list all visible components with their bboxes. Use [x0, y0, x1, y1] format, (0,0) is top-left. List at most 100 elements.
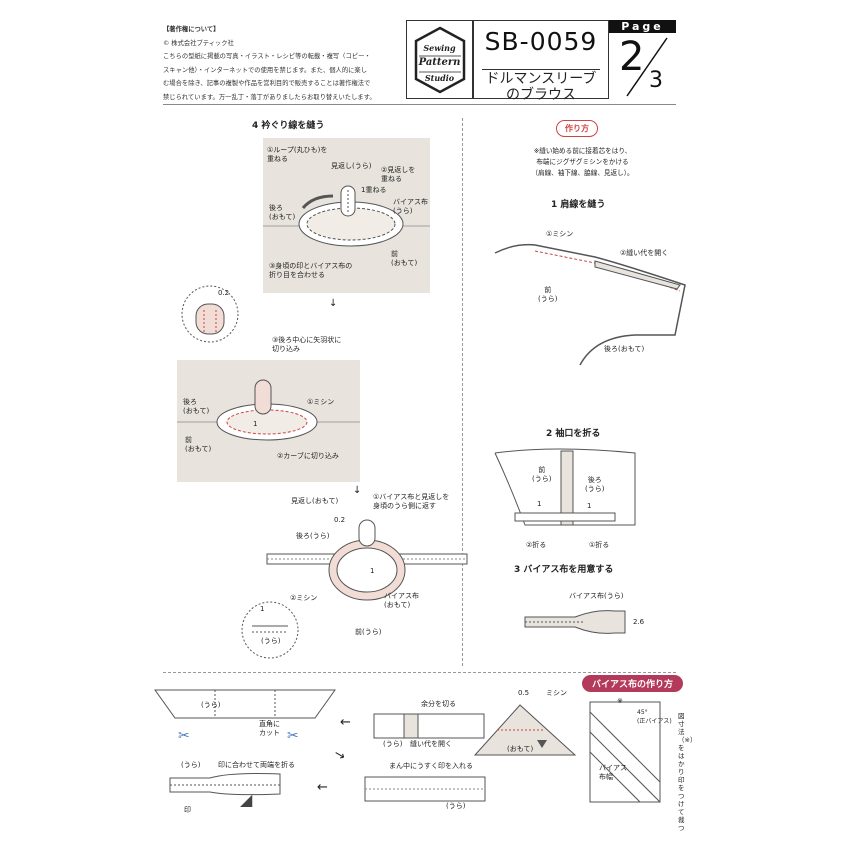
label-bias-word: バイアス 布幅 [599, 764, 627, 781]
bias-open-diagram [373, 713, 485, 739]
label-cut-excess: 余分を切る [421, 700, 456, 708]
sleeve-fold-illustration [494, 448, 636, 526]
label-fold-back: ①バイアス布と見返しを 身頃のうら側に返す [373, 493, 450, 510]
detail-value: 1 [260, 605, 265, 613]
howto-badge: 作り方 [556, 120, 598, 137]
left-arrow: ← [340, 715, 351, 730]
brand-logo-box: Sewing Pattern Studio [406, 20, 473, 99]
page-total: 3 [649, 68, 663, 93]
howto-note: ※縫い始める前に接着芯をはり、 布端にジグザグミシンをかける （肩線、袖下線、脇… [531, 147, 634, 177]
left-arrow: ← [317, 780, 328, 795]
label-sew: ②ミシン [290, 594, 318, 602]
page-number: 2 [619, 34, 645, 80]
zoom-detail-2 [241, 601, 299, 659]
copyright-line: © 株式会社ブティック社 [163, 39, 234, 47]
label-front: 前 (おもて) [391, 250, 418, 267]
label-open-seam: 縫い代を開く [410, 740, 452, 748]
label-ura-1: (うら) [383, 740, 403, 748]
label-one-b: 1 [587, 502, 592, 510]
logo-text-2: Pattern [418, 57, 461, 68]
label-sew: ミシン [546, 689, 567, 697]
label-back: 後ろ (おもて) [183, 398, 210, 415]
down-arrow: ↓ [329, 298, 338, 309]
label-back: 後ろ(うら) [296, 532, 330, 540]
label-mark: 印 [184, 806, 191, 814]
copyright-title: 【著作権について】 [163, 26, 220, 33]
label-curve: ②カーブに切り込み [277, 452, 339, 460]
copyright-line: スキャン他）・インターネットでの使用を禁じます。また、個人的に楽し [163, 66, 368, 74]
label-fold2: ②折る [526, 541, 547, 549]
label-front: (おもて) [507, 745, 534, 753]
label-front: 前(うら) [355, 628, 382, 636]
down-right-arrow: → [330, 746, 348, 765]
label-bias: バイアス布 (おもて) [384, 592, 419, 609]
zoom-value: 0.2 [218, 289, 230, 297]
pattern-code: SB-0059 [484, 27, 598, 56]
label-back: 後ろ (おもて) [269, 204, 296, 221]
label-right-angle: 直角に カット [259, 720, 280, 737]
neckline-illustration-1 [263, 185, 430, 247]
section-divider [163, 672, 676, 673]
bias-join-diagram [473, 704, 577, 756]
bias-cut-diagram [589, 701, 661, 803]
divider [482, 69, 600, 70]
label-ura-3: (うら) [446, 802, 466, 810]
title-line-1: ドルマンスリーブ [485, 71, 597, 87]
scissors-icon: ✂ [287, 728, 299, 744]
bias-tape-illustration [524, 610, 626, 634]
label-one: 1 [253, 420, 258, 428]
label-match: ③身頃の印とバイアス布の 折り目を合わせる [269, 262, 353, 279]
label-front: 前 (うら) [538, 286, 558, 303]
page-indicator: Page 2 3 [609, 20, 676, 99]
label-back: 後ろ(おもて) [604, 345, 645, 353]
label-front: 前 (おもて) [185, 436, 212, 453]
label-mikaeshi: 見返し(うら) [331, 162, 372, 170]
pattern-title: ドルマンスリーブ のブラウス [474, 71, 608, 103]
page-slash [626, 37, 668, 97]
column-divider [462, 118, 463, 666]
neckline-illustration-3 [266, 519, 468, 601]
label-value: 2.6 [633, 618, 645, 626]
label-fold1: ①折る [589, 541, 610, 549]
label-asterisk: ※ [617, 697, 623, 705]
step4-heading: 4 衿ぐり線を縫う [252, 121, 325, 131]
label-bias: バイアス布(うら) [569, 592, 624, 600]
logo-text-1: Sewing [423, 43, 456, 53]
page-label: Page [609, 20, 676, 33]
step3-heading: 3 バイアス布を用意する [514, 565, 614, 575]
label-back: 後ろ (うら) [585, 476, 605, 493]
logo-text-3: Studio [424, 73, 455, 83]
copyright-line: こちらの型紙に掲載の写真・イラスト・レシピ等の転載・複写（コピー・ [163, 53, 371, 61]
pattern-code-box: SB-0059 ドルマンスリーブ のブラウス [473, 20, 609, 103]
bias-mark-diagram [364, 776, 486, 802]
label-value: 0.2 [334, 516, 346, 524]
copyright-notice: 【著作権について】 © 株式会社ブティック社 こちらの型紙に掲載の写真・イラスト… [163, 23, 403, 105]
copyright-line: 禁じられています。万一乱丁・落丁がありましたらお取り替えいたします。 [163, 93, 376, 101]
label-clip: ③後ろ中心に矢羽状に 切り込み [272, 336, 342, 353]
bias-howto-badge: バイアス布の作り方 [582, 675, 684, 692]
label-sew: ①ミシン [307, 398, 335, 406]
label-bias: バイアス布 (うら) [393, 198, 428, 215]
label-measure: 図寸法（※）をはかり 印をつけて裁つ [678, 712, 697, 832]
step2-heading: 2 袖口を折る [546, 429, 601, 439]
label-sew: ①ミシン [546, 230, 574, 238]
label-front: 前 (うら) [532, 466, 552, 483]
detail-side: (うら) [261, 637, 281, 645]
step4-panel-1: ①ループ(丸ひも)を 重ねる 見返し(うら) ②見返しを 重ねる 1重ねる 後ろ… [263, 138, 430, 293]
label-one: 1 [370, 567, 375, 575]
label-mikaeshi-overlap: ②見返しを 重ねる [381, 166, 416, 183]
label-open: ②縫い代を開く [620, 249, 669, 257]
label-one-layer: 1重ねる [361, 186, 387, 194]
label-mark-center: まん中にうすく印を入れる [389, 762, 473, 770]
label-one-a: 1 [537, 500, 542, 508]
copyright-line: む場合を除き、記事の複製や作品を営利目的で販売することは著作権法で [163, 80, 371, 88]
step1-heading: 1 肩線を縫う [551, 200, 606, 210]
label-fold-edges: 印に合わせて両端を折る [218, 761, 295, 769]
title-line-2: のブラウス [506, 87, 576, 103]
header-rule [163, 104, 676, 105]
label-seam: 0.5 [518, 689, 530, 697]
zoom-detail-1 [181, 285, 239, 343]
step4-panel-2: 後ろ (おもて) ①ミシン 1 前 (おもて) ②カーブに切り込み [177, 360, 360, 482]
bias-strip-diagram [154, 689, 336, 719]
neckline-illustration-2 [177, 379, 360, 441]
